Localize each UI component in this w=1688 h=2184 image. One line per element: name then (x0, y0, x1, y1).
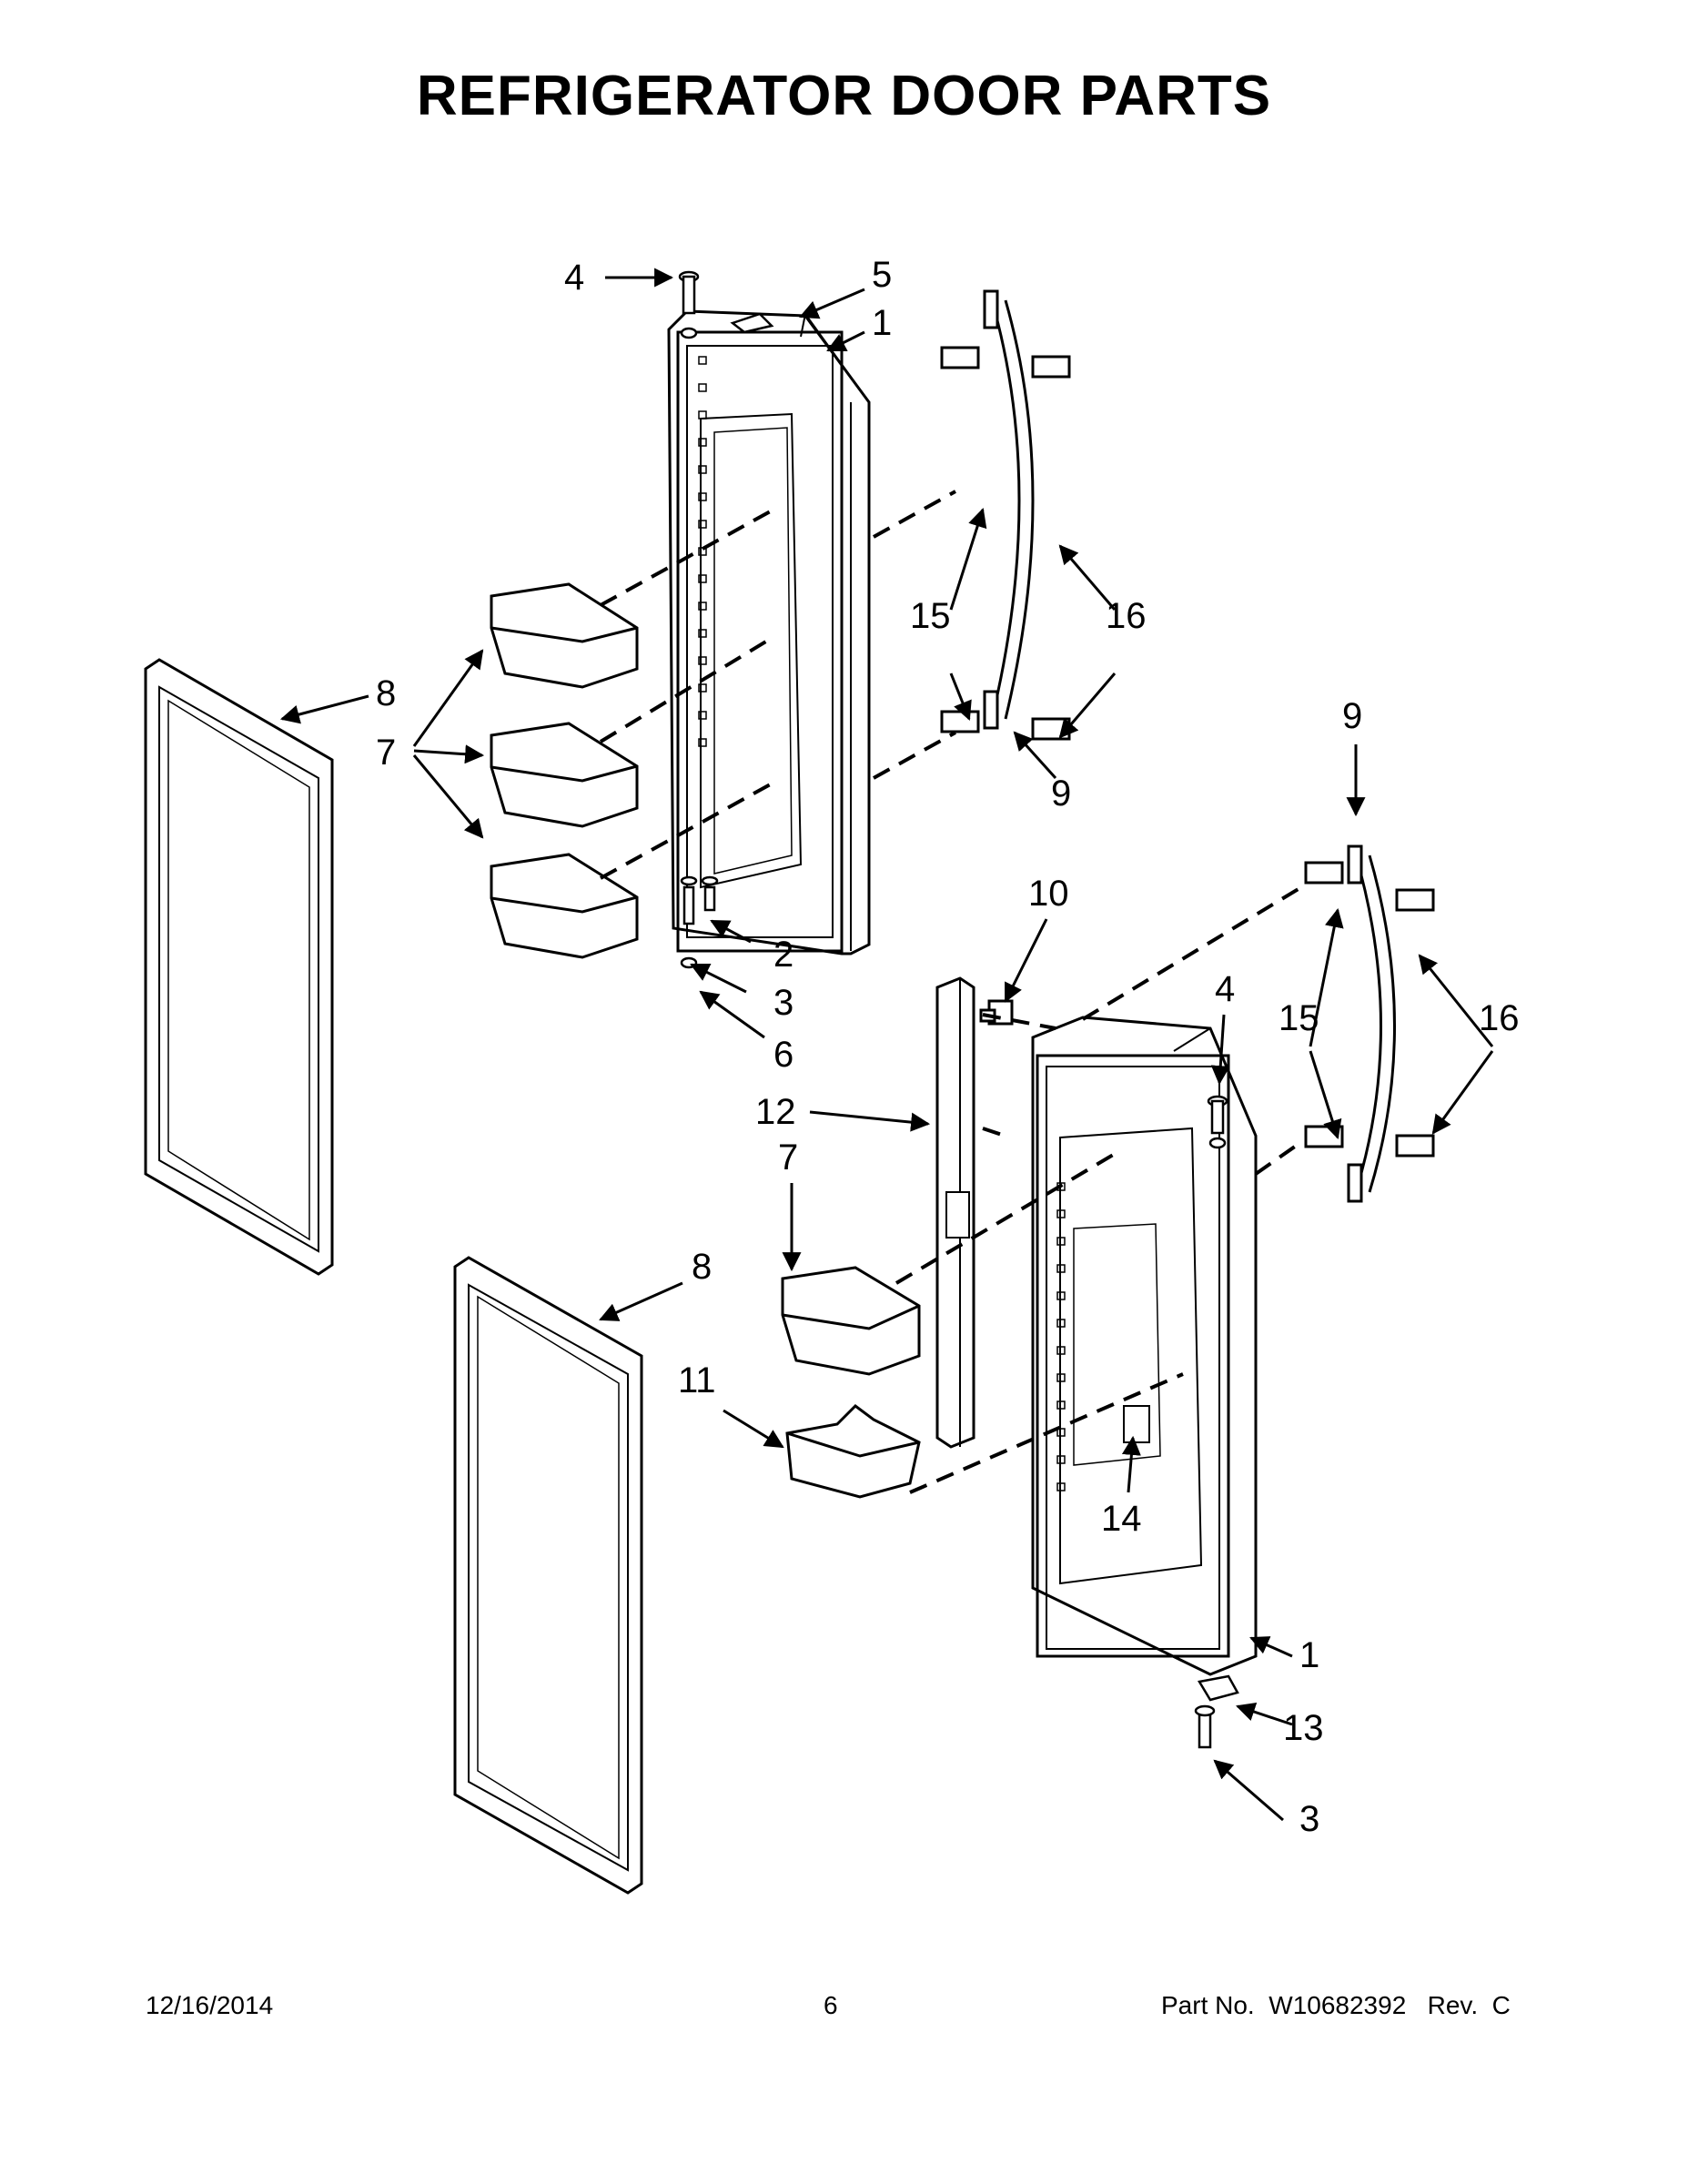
callout-7: 7 (376, 733, 396, 773)
footer-date: 12/16/2014 (146, 1991, 274, 2019)
right-door-handle (1304, 844, 1435, 1203)
left-door-bins (490, 582, 639, 959)
right-door-gasket (453, 1256, 643, 1895)
door-bin-slots (698, 356, 707, 747)
callout-12: 12 (755, 1092, 796, 1132)
right-door-bins (781, 1266, 921, 1499)
left-door-top-pin (678, 270, 774, 339)
callout-4: 4 (564, 258, 584, 298)
callout-7: 7 (778, 1138, 798, 1178)
callout-2: 2 (773, 935, 793, 975)
callout-9: 9 (1051, 774, 1071, 814)
left-door-gasket (144, 658, 334, 1276)
callout-1: 1 (872, 303, 892, 343)
right-door-bin-slots (1056, 1182, 1066, 1491)
callout-labels: 4 5 1 15 16 8 7 9 9 2 3 6 10 4 15 16 12 … (376, 255, 1520, 1839)
left-door-handle (940, 289, 1071, 741)
left-door-assembly (667, 309, 871, 956)
page-title: REFRIGERATOR DOOR PARTS (416, 65, 1272, 127)
right-door-bottom-hinge (1194, 1674, 1239, 1749)
center-mullion (935, 976, 1014, 1449)
callout-11: 11 (678, 1360, 716, 1400)
leader-arrows (279, 268, 1494, 1822)
callout-13: 13 (1283, 1708, 1324, 1748)
callout-10: 10 (1028, 874, 1069, 914)
callout-8: 8 (376, 673, 396, 713)
footer-part-number: Part No. W10682392 Rev. C (1161, 1991, 1511, 2019)
callout-9: 9 (1342, 696, 1362, 736)
callout-14: 14 (1101, 1499, 1142, 1539)
callout-16: 16 (1106, 596, 1147, 636)
callout-3: 3 (1299, 1799, 1319, 1839)
callout-1: 1 (1299, 1635, 1319, 1675)
alignment-lines (599, 490, 1303, 1494)
footer-page-number: 6 (824, 1991, 838, 2019)
right-door-top-pin (1207, 1095, 1228, 1149)
callout-15: 15 (910, 596, 951, 636)
callout-8: 8 (692, 1247, 712, 1287)
callout-15: 15 (1279, 998, 1319, 1038)
callout-3: 3 (773, 983, 793, 1023)
callout-5: 5 (872, 255, 892, 295)
left-door-bottom-hinge (680, 875, 719, 969)
callout-16: 16 (1479, 998, 1520, 1038)
right-door-assembly (1031, 1016, 1258, 1676)
callout-4: 4 (1215, 969, 1235, 1009)
callout-6: 6 (773, 1035, 793, 1075)
